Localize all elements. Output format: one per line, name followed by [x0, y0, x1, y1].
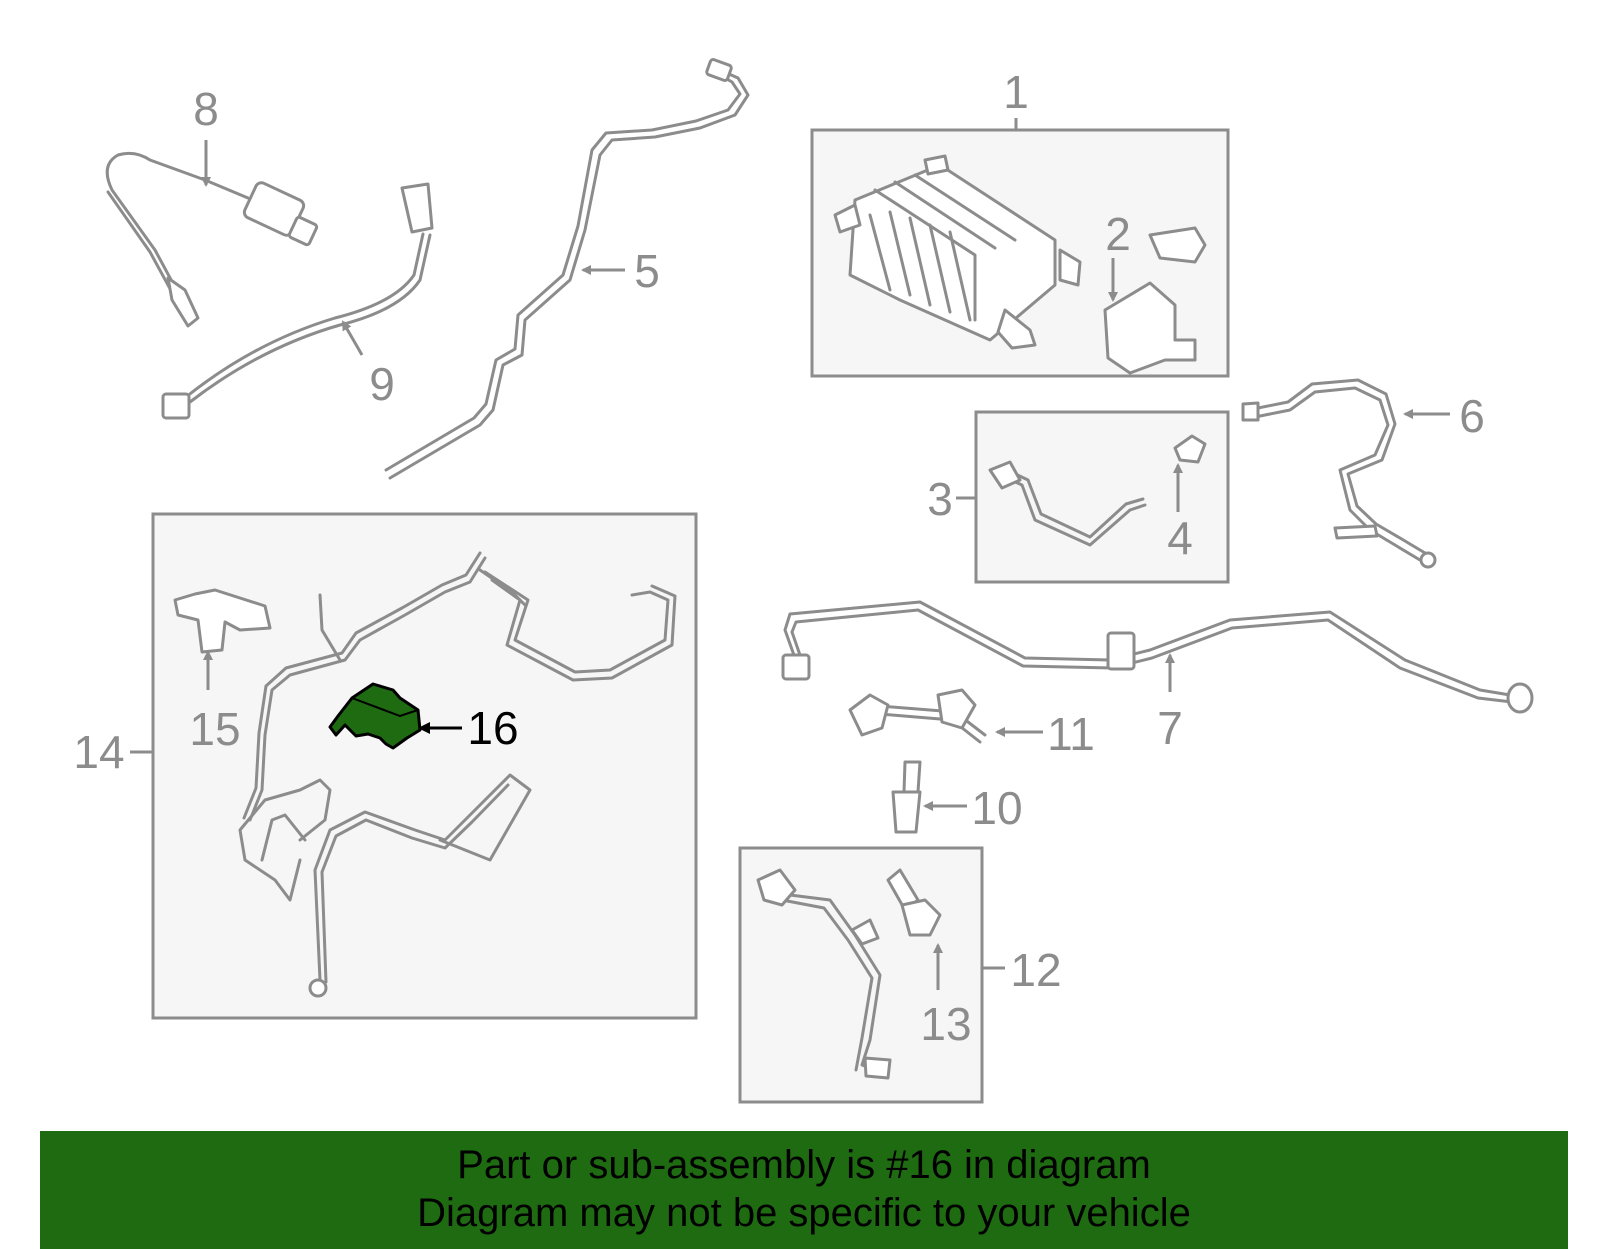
part-9-oxygen-sensor [161, 182, 434, 420]
part-12-hose [756, 868, 892, 1080]
callout-9: 9 [369, 358, 395, 410]
callout-2: 2 [1105, 208, 1131, 260]
callout-16[interactable]: 16 [467, 702, 518, 754]
part-11-sensor [848, 688, 987, 744]
callout-5: 5 [634, 245, 660, 297]
info-banner: Part or sub-assembly is #16 in diagram D… [40, 1131, 1568, 1249]
part-5-hose [384, 58, 750, 480]
callout-13: 13 [920, 998, 971, 1050]
callout-6: 6 [1459, 390, 1485, 442]
part-7-hose [781, 600, 1534, 714]
box-14-assembly [151, 512, 698, 1020]
callout-7: 7 [1157, 702, 1183, 754]
part-15-bracket [173, 588, 272, 654]
callout-12: 12 [1010, 944, 1061, 996]
part-4-sensor [1173, 434, 1207, 464]
part-2-valve [1103, 226, 1207, 375]
part-14-harness [238, 551, 677, 998]
part-3-hose [988, 460, 1147, 547]
leader-9 [341, 320, 364, 356]
callout-8: 8 [193, 83, 219, 135]
callout-4: 4 [1167, 512, 1193, 564]
part-13-sensor [886, 868, 942, 937]
callout-11: 11 [1047, 708, 1095, 760]
part-6-hose [1241, 378, 1437, 569]
banner-line-2: Diagram may not be specific to your vehi… [417, 1191, 1191, 1235]
callout-15: 15 [189, 703, 240, 755]
part-1-canister [833, 154, 1082, 350]
callout-3: 3 [927, 473, 953, 525]
part-8-oxygen-sensor [105, 151, 319, 328]
callout-14: 14 [73, 726, 124, 778]
callout-1: 1 [1003, 66, 1029, 118]
part-16-highlighted [328, 682, 422, 750]
callout-10: 10 [971, 782, 1022, 834]
part-10-sensor [891, 760, 922, 834]
banner-line-1: Part or sub-assembly is #16 in diagram [457, 1143, 1151, 1187]
